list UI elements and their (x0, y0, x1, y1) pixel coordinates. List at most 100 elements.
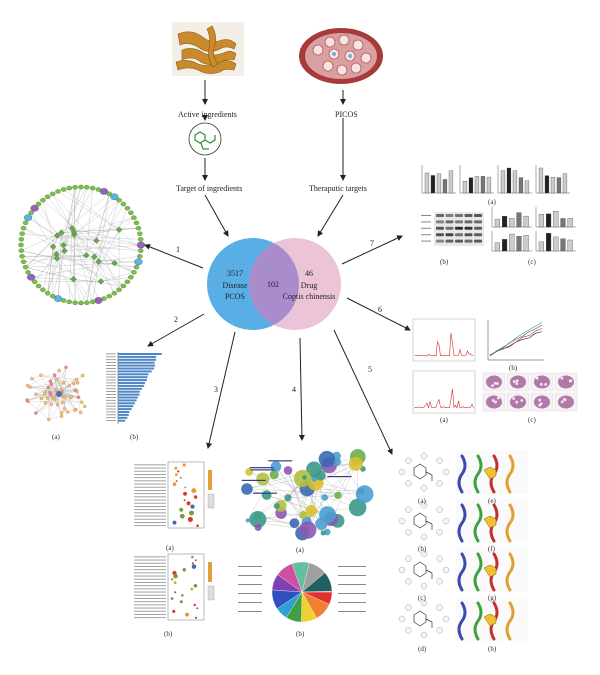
follicle (512, 397, 516, 400)
ppi-edge (26, 394, 59, 401)
term-label (134, 512, 166, 514)
enrichment-dot (191, 562, 194, 565)
term-label (134, 594, 166, 596)
ppi-node (28, 385, 32, 389)
term-label (134, 610, 166, 612)
go-term-bubble (261, 490, 272, 500)
network-node (84, 185, 90, 190)
go-term-bubble (298, 521, 317, 539)
network-node (136, 241, 146, 249)
network-edge (74, 187, 88, 235)
network-node (22, 264, 29, 270)
hub-gene-tick-label (106, 365, 116, 366)
enrichment-dot (174, 591, 177, 594)
go-term-bubble (284, 494, 292, 502)
network-edge (86, 255, 124, 287)
venn-overlap-count: 102 (267, 280, 279, 289)
network-edge (73, 279, 87, 303)
network-edge (57, 235, 141, 240)
network-edge (31, 277, 101, 282)
protein-helix (505, 601, 515, 641)
network-node (137, 254, 143, 259)
residue-node (442, 566, 450, 574)
enrichment-dot (179, 507, 184, 512)
follicle (560, 376, 564, 380)
panel-label-3b: (b) (164, 630, 173, 638)
residue-node (398, 566, 406, 574)
enrichment-dot (174, 466, 178, 470)
enrichment-dot (196, 607, 199, 610)
term-label (134, 499, 166, 501)
hub-gene-bar (118, 413, 129, 416)
hub-gene-bar (118, 408, 132, 411)
network-hub-node (111, 259, 118, 267)
term-label (134, 591, 166, 593)
enrichment-dot (182, 568, 187, 572)
term-label (134, 607, 166, 609)
follicle (560, 400, 564, 404)
network-node (25, 270, 31, 275)
ppi-node (46, 385, 51, 389)
mini-bar (550, 177, 556, 194)
hub-gene-bar (118, 376, 148, 379)
mini-bar (512, 170, 518, 194)
ppi-node (73, 408, 77, 412)
go-term-bubble (254, 523, 262, 531)
ppi-edge (64, 367, 67, 410)
term-label (134, 572, 166, 574)
network-node (49, 191, 56, 197)
network-edge (71, 188, 93, 229)
enrichment-dot (194, 616, 198, 619)
enrichment-dot (173, 573, 178, 579)
network-node (128, 274, 134, 280)
network-edge (57, 191, 120, 230)
ppi-node (42, 392, 47, 396)
blot-band (455, 239, 463, 243)
term-label (134, 496, 166, 498)
enrichment-dot (191, 564, 197, 569)
network-edge (22, 256, 101, 282)
mini-bar (486, 176, 492, 194)
hub-gene-bar (118, 384, 145, 387)
docked-ligand (483, 564, 497, 578)
network-node (135, 225, 142, 231)
ppi-edge (50, 381, 70, 386)
ppi-edge (35, 375, 55, 395)
ppi-node (66, 410, 70, 414)
term-label (134, 474, 166, 475)
enrichment-dot (170, 578, 174, 581)
network-edge (96, 240, 120, 290)
term-label (134, 559, 166, 561)
panel-label-6c: (c) (528, 416, 536, 424)
bubble-annotation (253, 492, 278, 494)
enrichment-dot (179, 476, 182, 479)
panel-label-7a: (a) (488, 198, 496, 206)
color-scale (208, 470, 212, 490)
blot-band (464, 214, 473, 217)
network-node (124, 205, 131, 211)
network-node (120, 201, 127, 207)
venn-diagram: 3517 Disease PCOS 102 46 Drug Coptis chi… (207, 238, 341, 330)
mini-bar (538, 167, 544, 194)
pathway-pie-chart (238, 561, 366, 623)
protein-helix (457, 601, 467, 641)
network-edge (71, 228, 115, 294)
residue-node (442, 615, 450, 623)
enrichment-dot (173, 581, 177, 584)
mini-bar (538, 241, 544, 252)
ovary-section (558, 395, 574, 409)
pie-label-left (238, 611, 262, 612)
network-edge (96, 193, 110, 241)
pie-label-left (238, 602, 262, 603)
ppi-node (60, 387, 64, 392)
term-label (134, 470, 166, 472)
hub-gene-bar (118, 387, 143, 390)
blot-band (445, 214, 454, 217)
step-number-6: 6 (378, 305, 382, 314)
hub-gene-tick-label (106, 368, 116, 369)
mini-bar (516, 212, 522, 228)
enrichment-dot (190, 587, 194, 591)
ppi-node (52, 373, 57, 377)
bubble-edge (287, 495, 339, 498)
mini-bar (436, 173, 442, 194)
